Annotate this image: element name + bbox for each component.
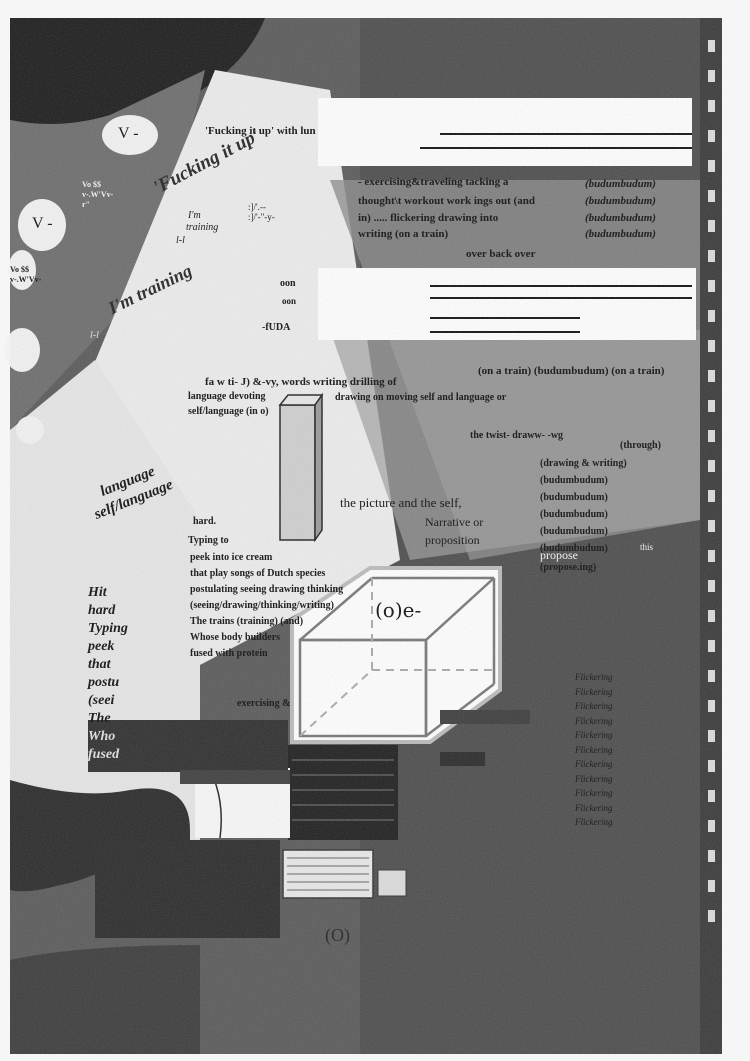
flickering-line: in) ..... flickering drawing into [358,212,499,224]
seeing-line: (seeing/drawing/thinking/writing) [190,600,334,611]
this: this [640,542,654,552]
bud-7: (budumbudum) [540,509,608,520]
that-big: that [88,657,111,672]
vo-small-4: Vo $$ [10,265,30,274]
bud-9: (budumbudum) [540,543,608,554]
the-twist: the twist- draww- -wg [470,430,564,441]
bud-3: (budumbudum) [585,212,656,224]
through: (through) [620,440,661,451]
oon-1: oon [280,278,296,289]
post-big: postu [88,675,120,690]
proposition: proposition [425,533,480,547]
propose-ing: (propose.ing) [540,562,597,573]
bud-5: (budumbudum) [540,475,608,486]
thought-line: thought\t workout work ings out (and [358,195,535,207]
oe-label: (o)e- [375,598,422,622]
flickering-item: Flickering [575,730,613,740]
vo-small-5: v-.W'Vv- [10,275,42,284]
typing-big: Typing [88,621,128,636]
exercising-2: exercising & [237,698,291,709]
vo-small-2: v-.W'Vv- [82,190,114,199]
fused-big: fused [88,747,120,762]
bud-6: (budumbudum) [540,492,608,503]
fused-line: fused with protein [190,648,268,659]
hard-big: hard [88,603,116,618]
who-big: Who [88,729,116,744]
play-songs-line: that play songs of Dutch species [190,568,326,579]
bud-8: (budumbudum) [540,526,608,537]
peek-line: peek into ice cream [190,552,273,563]
im-small: I'm [188,210,201,221]
exercising-line: - exercising&traveling tacking a [358,176,509,188]
seei-big: (seei [88,693,115,708]
words-line: fa w ti- J) &-vy, words writing drilling… [205,376,397,388]
vo-left-2: V - [32,215,53,232]
writing-line: writing (on a train) [358,228,449,240]
flickering-item: Flickering [575,773,613,784]
typing-to: Typing to [188,535,229,546]
vo-small-3: r" [82,200,90,209]
flickering-item: Flickering [575,701,613,711]
picture-self: the picture and the self, [340,495,462,510]
fuda: -fUDA [262,322,291,333]
hard: hard. [193,516,217,527]
drawing-self: drawing on moving self and language or [335,392,507,403]
vo-small-1: Vo $$ [82,180,102,189]
flickering-item: Flickering [575,715,613,726]
trains-line: The trains (training) (and) [190,616,304,627]
whose-body-line: Whose body builders [190,632,281,643]
o-bottom: (O) [325,925,350,945]
on-a-train: (on a train) (budumbudum) (on a train) [478,365,665,377]
flickering-list: Flickering Flickering Flickering Flicker… [575,672,613,832]
flickering-item: Flickering [575,802,613,813]
self-language-small: self/language (in o) [188,406,269,417]
flickering-item: Flickering [575,686,613,697]
l-l-small: l-l [176,235,185,246]
bud-1: (budumbudum) [585,178,656,190]
flickering-item: Flickering [575,788,613,798]
flickering-item: Flickering [575,759,613,769]
postulating-line: postulating seeing drawing thinking [190,584,344,595]
symbols-2: :]/'-"-y- [248,212,275,222]
vo-left-1: V - [118,125,139,142]
flickering-item: Flickering [575,744,613,755]
flickering-item: Flickering [575,672,613,682]
symbols-1: :]/'.-- [248,202,266,212]
hit-big: Hit [88,585,107,600]
peek-big: peek [88,639,115,654]
drawing-writing: (drawing & writing) [540,458,627,469]
bud-4: (budumbudum) [585,228,656,240]
oon-2: oon [282,296,297,306]
training-small: training [186,222,219,233]
the-big: The [88,711,111,726]
narrative: Narrative or [425,515,484,529]
fucking-header: 'Fucking it up' with lun [205,125,316,137]
flickering-item: Flickering [575,817,613,827]
propose: propose [540,548,578,562]
l-l-big: l-l [90,330,99,341]
over-back: over back over [466,248,536,260]
bud-2: (budumbudum) [585,195,656,207]
language-devoting: language devoting [188,391,266,402]
